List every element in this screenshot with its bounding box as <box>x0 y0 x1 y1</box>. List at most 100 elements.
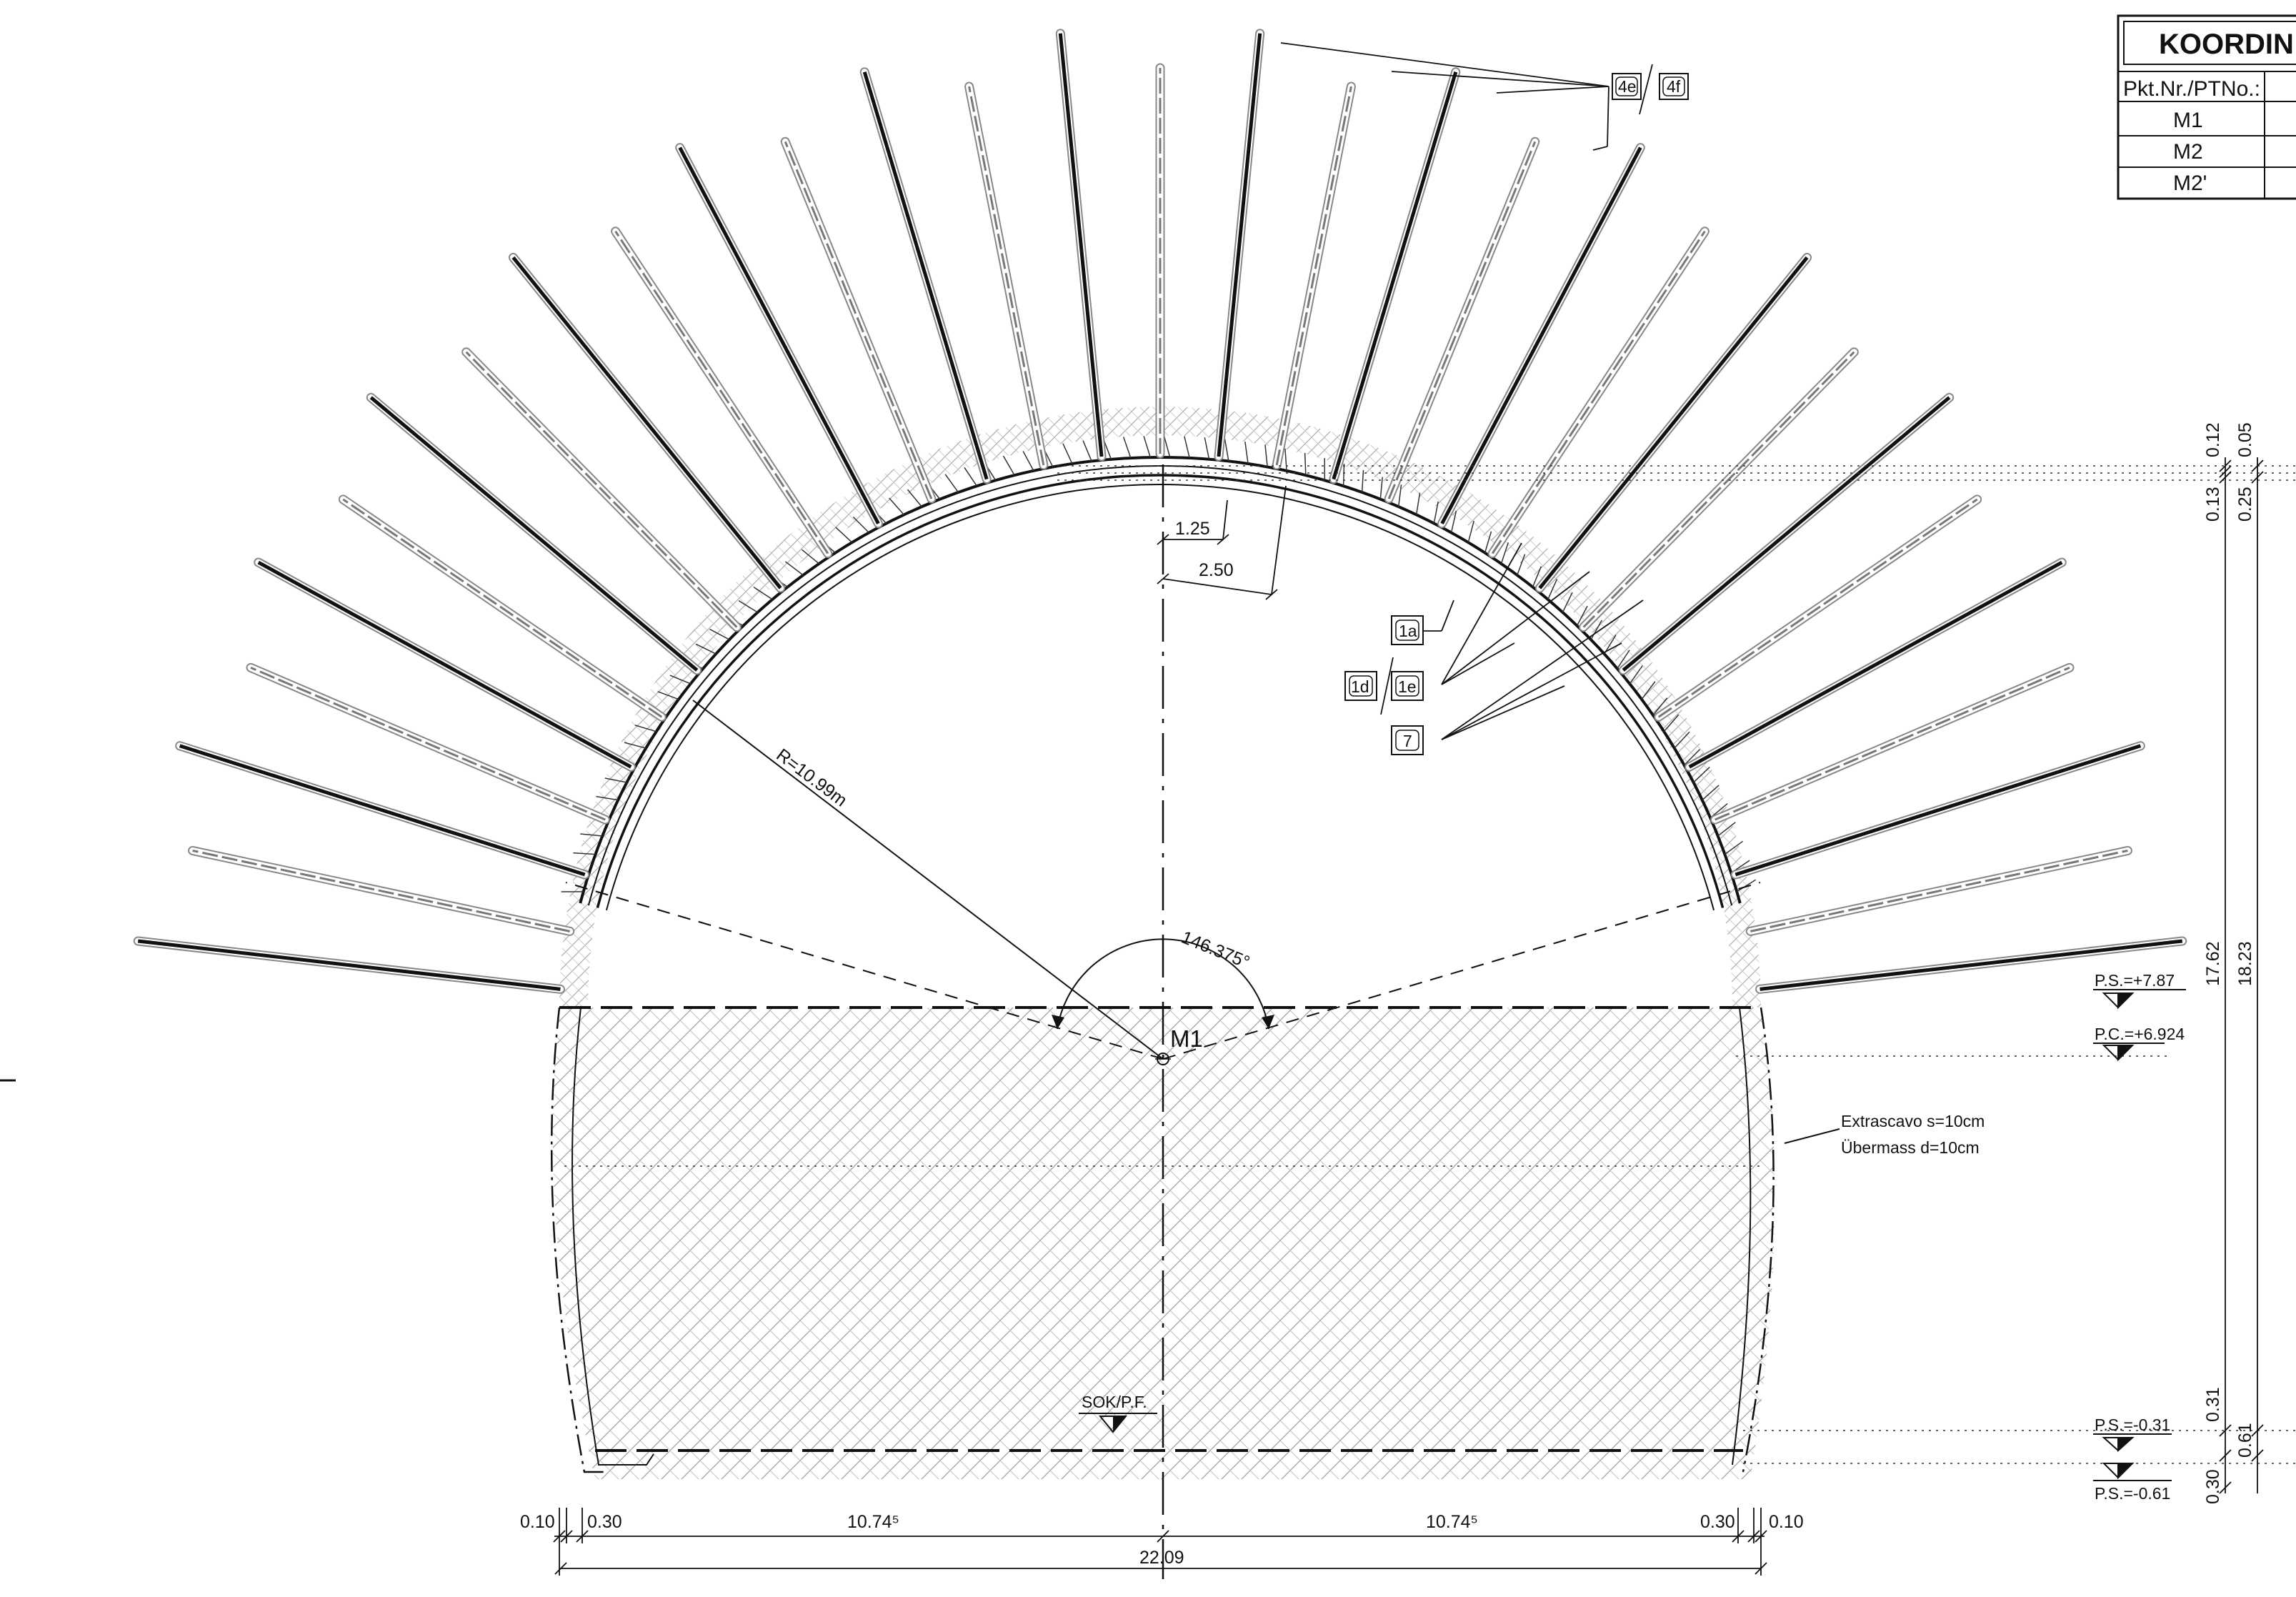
lining-tick <box>1500 542 1509 564</box>
lining-tick <box>580 833 603 837</box>
callout-1d: 1d <box>1351 677 1369 696</box>
dim-v-0-30: 0.30 <box>2203 1469 2223 1504</box>
lining-tick <box>1702 785 1719 801</box>
rock-bolt-solid <box>1055 29 1107 462</box>
rock-bolt-solid <box>1534 252 1812 593</box>
callout-1a: 1a <box>1399 622 1417 640</box>
lining-tick <box>1736 879 1757 892</box>
rock-bolt-solid <box>675 143 883 529</box>
lining-tick <box>1264 444 1268 467</box>
crown-dimensions <box>1157 485 1287 600</box>
level-ps-top: P.S.=+7.87 <box>2095 971 2175 990</box>
table-title: KOORDIN <box>2159 29 2294 60</box>
lining-tick <box>1304 452 1307 476</box>
overexcavation-boundary <box>551 1007 1775 1473</box>
lining-tick <box>709 628 730 640</box>
table-row-m2: M2 <box>2173 140 2203 164</box>
lining-tick <box>907 489 922 507</box>
rock-bolt-light <box>611 227 833 559</box>
rock-bolt-light <box>246 662 610 825</box>
rock-bolt-solid <box>366 392 702 675</box>
lining-tick <box>1590 620 1603 640</box>
lining-tick <box>784 561 804 576</box>
lining-tick <box>738 600 758 613</box>
level-ps-m061: P.S.=-0.61 <box>2095 1484 2170 1503</box>
lining-tick <box>1022 451 1034 472</box>
lining-tick <box>1517 554 1526 576</box>
extrascavo-label: Extrascavo s=10cm <box>1841 1112 1985 1130</box>
angle-label: 146.375° <box>1179 927 1253 973</box>
radius-line <box>692 700 1164 1060</box>
dotted-level-lines <box>564 465 2296 1464</box>
lining-tick <box>1663 714 1679 732</box>
lining-tick <box>1629 665 1643 685</box>
lining-arc <box>579 455 1742 904</box>
callout-4f: 4f <box>1667 77 1681 96</box>
angle-arc <box>1057 938 1269 1030</box>
center-point-icon <box>1155 1053 1171 1065</box>
dim-v-0-31: 0.31 <box>2203 1387 2223 1422</box>
dim-left-0-30: 0.30 <box>587 1512 622 1532</box>
level-pc: P.C.=+6.924 <box>2095 1025 2185 1043</box>
rock-bolt-solid <box>254 557 636 772</box>
lining-arc <box>596 474 1725 908</box>
lining-tick <box>1361 469 1364 493</box>
callout-1a-1d-1e-7: 1a 1d 1e 7 <box>1344 542 1644 755</box>
center-label: M1 <box>1170 1025 1203 1052</box>
rock-bolt-solid <box>859 67 992 484</box>
lining-tick <box>1717 822 1736 837</box>
rock-bolts <box>133 29 2187 994</box>
extrascavo-leader <box>1784 1128 1840 1144</box>
lining-tick <box>1184 436 1190 459</box>
lining-arc <box>587 465 1733 906</box>
lining-tick <box>573 852 596 855</box>
lining-tick <box>1122 437 1132 459</box>
lining-tick <box>1484 531 1492 553</box>
rock-bolt-solid <box>1730 741 2145 880</box>
dim-v-17-62: 17.62 <box>2203 941 2223 986</box>
lining-tick <box>604 777 627 783</box>
rock-bolt-light <box>1272 81 1356 470</box>
lining-tick <box>1379 477 1383 499</box>
lining-tick <box>1684 749 1701 766</box>
dim-v-18-23: 18.23 <box>2235 941 2255 986</box>
rock-bolt-solid <box>1618 392 1955 675</box>
coordinate-table: KOORDIN Pkt.Nr./PTNo.: M1 M2 M2' <box>2117 14 2296 200</box>
lining-tick <box>1397 484 1402 507</box>
lining-tick <box>695 643 717 655</box>
dim-left-0-10: 0.10 <box>520 1512 555 1532</box>
level-ps-m031: P.S.=-0.31 <box>2095 1416 2170 1434</box>
rock-bolt-light <box>188 845 575 936</box>
dim-left-10-74: 10.74⁵ <box>847 1512 899 1532</box>
rock-bolt-light <box>964 81 1049 470</box>
lining-tick <box>1450 510 1457 533</box>
rock-bolt-light <box>780 136 937 504</box>
angle-rays <box>565 882 1761 1060</box>
sok-label: SOK/P.F. <box>1082 1393 1147 1411</box>
lining-tick <box>1562 592 1573 613</box>
rock-bolt-solid <box>175 741 590 880</box>
table-row-m2p: M2' <box>2173 171 2207 195</box>
lining-tick <box>657 691 679 700</box>
lining-tick <box>634 725 657 732</box>
lining-tick <box>801 549 820 564</box>
lining-tick <box>944 474 959 493</box>
lining-tick <box>596 795 619 801</box>
lining-tick <box>1674 731 1690 749</box>
rock-bolt-solid <box>1755 936 2187 994</box>
dim-v-0-25: 0.25 <box>2235 487 2255 522</box>
lining-tick <box>1576 605 1588 627</box>
lining-tick <box>1532 566 1542 587</box>
dim-2-50: 2.50 <box>1199 560 1234 580</box>
lining-tick <box>1433 501 1439 524</box>
rock-bolt-light <box>1384 136 1540 504</box>
bottom-dimension-chain <box>553 1508 1767 1576</box>
lining-tick <box>1284 448 1287 471</box>
callout-7: 7 <box>1403 732 1412 750</box>
lining-tick <box>835 527 853 543</box>
lining-tick <box>1467 520 1474 543</box>
lining-tick <box>1143 436 1151 458</box>
rock-bolt-solid <box>1684 557 2067 772</box>
lining-tick <box>1693 767 1710 783</box>
lining-tick <box>1224 439 1229 462</box>
